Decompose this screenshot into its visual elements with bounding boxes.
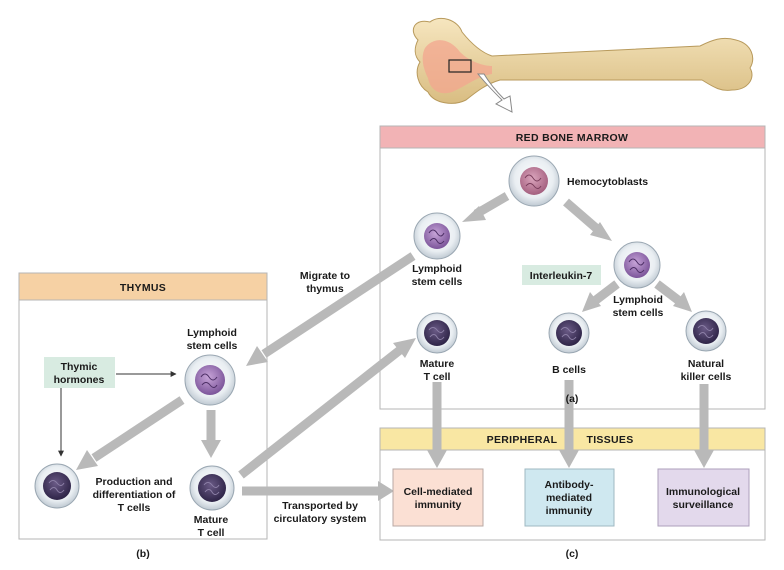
surveillance-line1: Immunological (666, 486, 740, 498)
lymphoid-left-label-2: stem cells (412, 276, 463, 288)
lymphoid-stem-cell-left (413, 212, 461, 260)
transported-label-2: circulatory system (274, 513, 367, 525)
migrate-label-2: thymus (306, 283, 344, 295)
panel-label-c: (c) (566, 548, 579, 560)
production-label-2: differentiation of (93, 489, 176, 501)
hemocytoblast-cell (508, 155, 560, 207)
flow-arrows (76, 192, 714, 501)
nk-label-2: killer cells (681, 371, 732, 383)
lymphoid-right-label-2: stem cells (613, 307, 664, 319)
thymus-mature-t-cell (189, 465, 235, 511)
arrow-head (673, 292, 692, 312)
arrow-head (427, 450, 447, 468)
surveillance-line2: surveillance (673, 499, 734, 511)
panel-label-a: (a) (566, 393, 579, 405)
arrow-head (76, 450, 98, 470)
migrate-label-1: Migrate to (300, 270, 350, 282)
lymphoid-left-label-1: Lymphoid (412, 263, 462, 275)
marrow-highlight-box (448, 59, 472, 73)
mature-t-marrow-label-2: T cell (424, 371, 451, 383)
immunological-surveillance-box: Immunological surveillance (657, 468, 750, 527)
interleukin-label: Interleukin-7 (530, 270, 593, 282)
b-cells-label: B cells (552, 364, 586, 376)
thymus-mature-label-1: Mature (194, 514, 229, 526)
production-label-3: T cells (118, 502, 151, 514)
arrow-head (378, 481, 394, 501)
arrow-head (559, 450, 579, 468)
tissues-header: TISSUES (586, 434, 633, 446)
cell-mediated-line1: Cell-mediated (404, 486, 473, 498)
transported-label-1: Transported by (282, 500, 358, 512)
antibody-line3: immunity (546, 505, 593, 517)
production-label-1: Production and (96, 476, 173, 488)
antibody-line1: Antibody- (545, 479, 594, 491)
marrow-header: RED BONE MARROW (516, 132, 628, 144)
arrow-head (694, 450, 714, 468)
panel-label-b: (b) (136, 548, 149, 560)
arrow-head (582, 292, 601, 312)
thymus-differentiating-cell (34, 463, 80, 509)
thymic-hormones-line2: hormones (54, 374, 105, 386)
thymic-hormones-tag: Thymic hormones (44, 357, 115, 388)
cell-mediated-line2: immunity (415, 499, 462, 511)
lymphoid-stem-cell-right (613, 241, 661, 289)
cell-mediated-immunity-box: Cell-mediated immunity (392, 468, 484, 527)
antibody-immunity-box: Antibody- mediated immunity (524, 468, 615, 527)
hemocytoblasts-label: Hemocytoblasts (567, 176, 648, 188)
natural-killer-cell (685, 310, 727, 352)
arrow-head (393, 338, 416, 358)
arrow-head (590, 222, 612, 241)
interleukin-tag: Interleukin-7 (522, 265, 601, 285)
thymus-lymphoid-label-2: stem cells (187, 340, 238, 352)
thymus-mature-label-2: T cell (198, 527, 225, 539)
hormone-arrows (58, 371, 177, 457)
lymphoid-right-label-1: Lymphoid (613, 294, 663, 306)
femur-illustration (412, 17, 754, 104)
thymus-lymphoid-stem-cell (184, 354, 236, 406)
thymus-header: THYMUS (120, 282, 166, 294)
arrow-head (462, 206, 486, 222)
arrow-head (201, 440, 221, 458)
peripheral-header: PERIPHERAL (487, 434, 558, 446)
arrow-head (246, 346, 268, 366)
antibody-line2: mediated (546, 492, 592, 504)
thymus-lymphoid-label-1: Lymphoid (187, 327, 237, 339)
nk-label-1: Natural (688, 358, 724, 370)
mature-t-cell-marrow (416, 312, 458, 354)
zoom-arrow-icon (476, 73, 513, 113)
mature-t-marrow-label-1: Mature (420, 358, 455, 370)
thymic-hormones-line1: Thymic (61, 361, 98, 373)
b-cell (548, 312, 590, 354)
